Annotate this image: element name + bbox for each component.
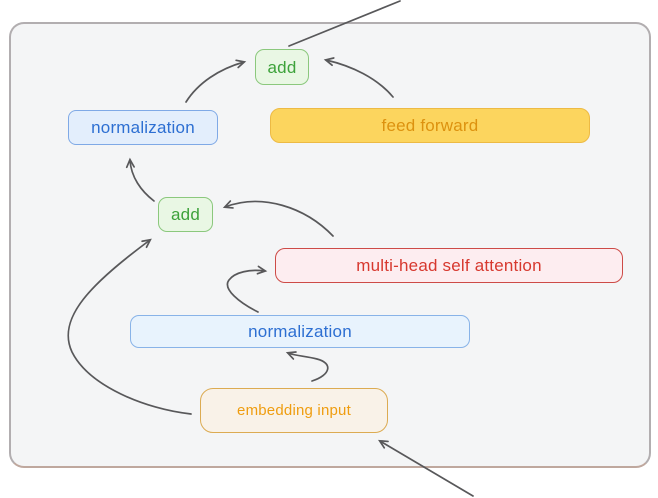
node-add-mid-label: add <box>171 205 200 224</box>
node-add-top-label: add <box>267 57 297 77</box>
node-embedding-input: embedding input <box>200 388 388 433</box>
node-normalization-top-label: normalization <box>91 118 195 137</box>
node-feed-forward-label: feed forward <box>381 116 479 135</box>
node-normalization-bottom-label: normalization <box>248 322 352 341</box>
node-multi-head-self-attention-label: multi-head self attention <box>356 256 542 275</box>
node-multi-head-self-attention: multi-head self attention <box>275 248 623 283</box>
node-normalization-bottom: normalization <box>130 315 470 348</box>
node-add-top: add <box>255 49 309 85</box>
node-normalization-top: normalization <box>68 110 218 145</box>
node-feed-forward: feed forward <box>270 108 590 143</box>
node-add-mid: add <box>158 197 213 232</box>
node-embedding-input-label: embedding input <box>237 402 351 419</box>
